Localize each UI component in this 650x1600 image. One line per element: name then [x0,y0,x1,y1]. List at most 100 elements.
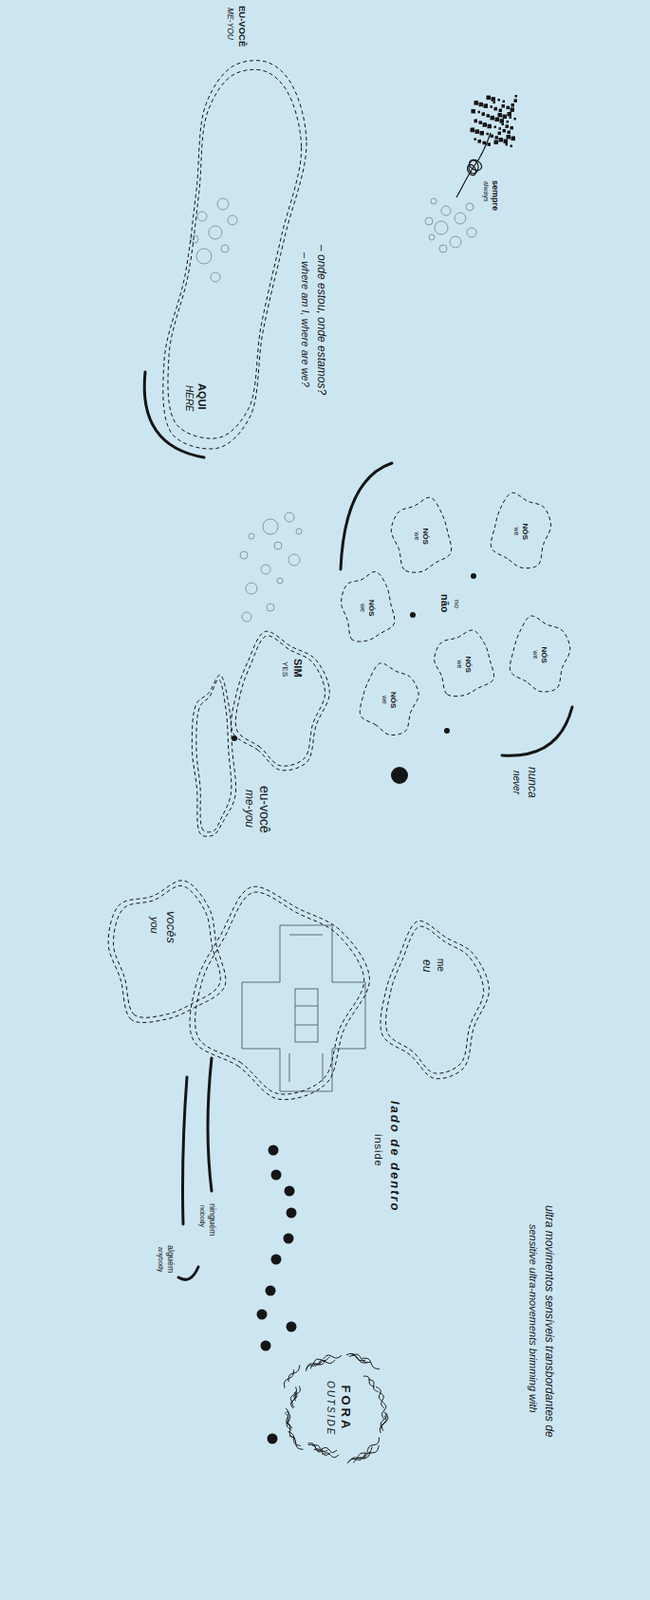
square-mark [482,112,486,117]
plan-lines [289,934,323,1082]
free-label: – onde estou, onde estamos? [314,244,328,395]
free-translation: inside [371,1133,385,1168]
plan-room [295,988,318,1042]
node-label: NÓS [367,599,376,616]
node-translation: we [412,532,421,541]
node-label: NÓS [464,656,473,673]
arc [144,371,205,458]
scribble-stroke [283,1369,294,1388]
bubble [434,221,448,235]
bubble [430,198,437,205]
dashed-outline [235,635,325,766]
arc [207,1058,212,1191]
square-mark [498,112,503,118]
node-translation: YES [280,661,290,677]
square-mark [482,122,488,128]
bubble [274,541,282,550]
outline [99,872,233,1035]
bubble [190,235,199,243]
square-mark [494,107,499,112]
dashed-outline [509,615,570,692]
square-mark [495,135,500,140]
square-mark [478,111,482,114]
dot [286,1207,298,1219]
dot [271,1254,282,1265]
free-label: no [452,599,462,609]
scribble-stroke [379,1392,385,1409]
square-mark [506,120,510,124]
square-mark [471,109,477,114]
node-label: NÓS [389,691,398,708]
knot-loop [465,163,478,177]
free-translation: nobody [198,1205,206,1227]
square-mark [493,101,497,105]
plan-outline [241,925,366,1092]
square-mark [490,105,494,109]
square-mark [491,96,497,102]
node-translation: we [380,695,389,705]
arc [501,706,573,756]
dot [284,1186,296,1197]
dot [260,1340,272,1352]
dot [267,1433,279,1445]
bubble [245,582,258,595]
outline [278,1349,396,1468]
node-label: SIM [291,658,304,678]
dashed-blob: vocêsyou [99,872,233,1035]
square-mark [515,94,519,98]
bubble [465,203,474,211]
square-mark [506,106,511,111]
bubble [240,551,248,559]
bubble [266,603,275,612]
square-mark [511,103,516,108]
node-translation: eu [419,959,433,972]
square-mark [494,140,500,146]
dot [470,573,477,579]
bubble [454,212,466,224]
dashed-blob: SIMYES [180,626,337,873]
square-mark [499,137,504,143]
free-label: sempre [490,180,501,211]
bubble [439,244,447,253]
arc [340,463,392,570]
square-mark [507,111,513,117]
bubble [284,512,295,522]
bubble [441,205,451,216]
dashed-blob: NÓSwe [387,493,456,579]
node-translation: we [512,527,520,537]
square-mark [483,103,489,109]
scribble-stroke [321,1452,339,1458]
bubble [217,198,229,210]
arc [178,1266,199,1280]
repeated-marks [189,94,518,1445]
square-mark [505,143,509,147]
square-mark [500,118,505,124]
square-mark [510,126,515,130]
node-translation: we [531,650,539,660]
dashed-outline [191,674,236,836]
dashed-outline [434,630,495,697]
floor-plan [241,925,366,1092]
node-translation: we [358,603,367,613]
square-mark [485,104,489,108]
square-mark [486,95,492,101]
square-mark [490,115,496,121]
square-mark [482,141,487,146]
square-mark [501,123,505,127]
bubble [248,533,255,539]
square-mark [509,115,513,119]
dashed-blob: NÓSwe [429,626,499,703]
bubble [425,217,433,225]
dot [268,1145,279,1156]
scribble-stroke [289,1435,304,1449]
free-translation: me-you [241,789,256,828]
bubble [296,528,302,535]
square-mark [514,98,519,103]
dot [271,1170,282,1181]
free-translation: sensitive ultra-movements brimming with [526,1224,539,1413]
square-mark [502,114,508,120]
bubble [262,519,279,535]
bubble [210,272,221,282]
dot [444,727,450,734]
